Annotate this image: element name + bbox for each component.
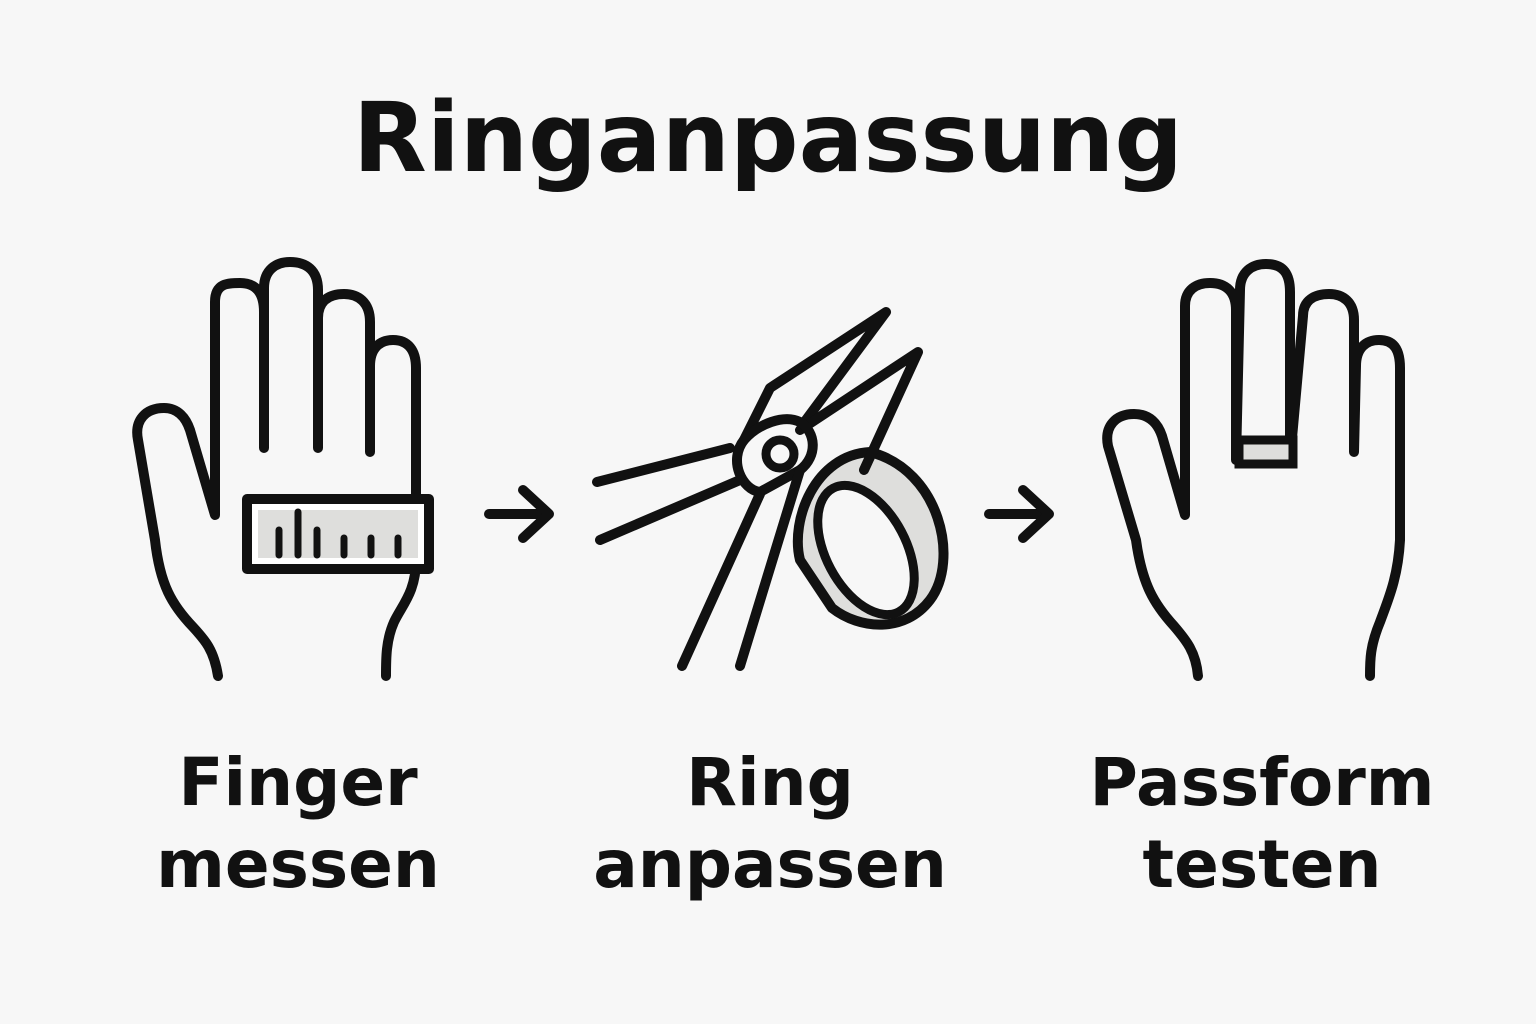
pliers-handle-right-2: [735, 465, 805, 671]
pliers-jaw-lower: [795, 347, 923, 475]
hand-outline-left: [132, 257, 421, 681]
pliers-with-ring-icon: [592, 307, 949, 671]
pliers-handle-right: [677, 489, 765, 671]
step-label-line: Finger: [178, 744, 418, 821]
pliers-pivot-body: [732, 414, 818, 497]
step-label-line: messen: [156, 826, 440, 903]
step-label-measure: Finger messen: [88, 742, 508, 906]
ring-inner: [813, 480, 919, 620]
pliers-handle-left: [592, 443, 735, 487]
hand-with-ruler-icon: [132, 257, 434, 681]
step-label-line: Ring: [686, 744, 854, 821]
measuring-tape-fill: [258, 510, 418, 558]
arrow-right-icon: [484, 485, 554, 543]
diagram-title: Ringanpassung: [352, 82, 1184, 194]
pliers-pivot: [761, 435, 799, 473]
step-label-line: Passform: [1089, 744, 1435, 821]
step-label-adjust: Ring anpassen: [560, 742, 980, 906]
step-label-test: Passform testen: [1052, 742, 1472, 906]
pliers-jaw-upper: [739, 307, 891, 445]
tape-tick-marks: [275, 508, 402, 559]
hand-outline-right: [1102, 259, 1405, 681]
ring-on-finger: [1234, 435, 1298, 469]
step-label-line: anpassen: [593, 826, 947, 903]
arrow-right-icon: [984, 485, 1054, 543]
step-label-line: testen: [1142, 826, 1382, 903]
hand-with-ring-icon: [1102, 259, 1405, 681]
pliers-handle-left-2: [595, 475, 745, 545]
